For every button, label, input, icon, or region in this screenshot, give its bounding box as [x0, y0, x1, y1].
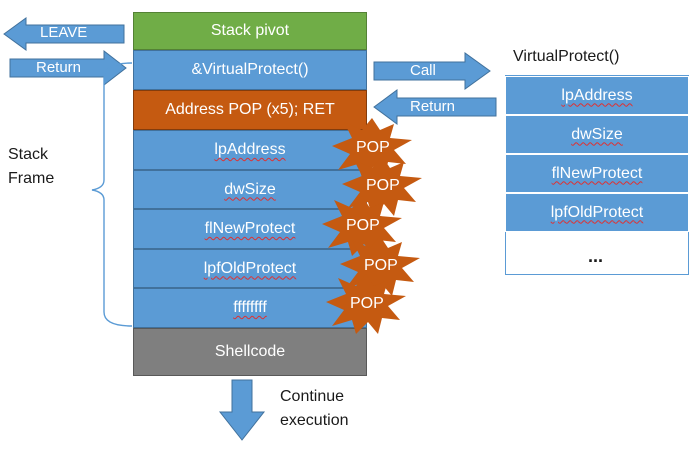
- vp-param-cell-dwsize: dwSize: [505, 115, 689, 154]
- shellcode-label: Shellcode: [214, 343, 286, 360]
- return-left-arrow: [9, 49, 127, 87]
- stack-param-cell-dwsize: dwSize: [133, 170, 367, 209]
- vp-param-cell-flnewprotect: flNewProtect: [505, 154, 689, 193]
- stack-frame-label-line2: Frame: [8, 170, 55, 187]
- pop-label-3: POP: [346, 217, 380, 234]
- virtualprotect-title: VirtualProtect(): [513, 48, 620, 65]
- pop-label-4: POP: [364, 257, 398, 274]
- stack-param-lpaddress-label: lpAddress: [214, 141, 286, 158]
- stack-param-lpfoldprotect-label: lpfOldProtect: [203, 259, 297, 277]
- vp-ellipsis: ...: [588, 246, 604, 266]
- pop-ret-label: Address POP (x5); RET: [165, 101, 335, 118]
- return-left-label: Return: [36, 59, 82, 76]
- stack-frame-label-line1: Stack: [8, 146, 49, 163]
- leave-label: LEAVE: [40, 24, 88, 41]
- stack-param-cell-lpfoldprotect: lpfOldProtect: [133, 249, 367, 288]
- vp-param-cell-lpaddress: lpAddress: [505, 76, 689, 115]
- continue-label-line1: Continue: [280, 388, 345, 405]
- return-right-label: Return: [410, 98, 456, 115]
- shellcode-cell: Shellcode: [133, 328, 367, 376]
- return-right-arrow: [373, 89, 497, 125]
- stack-param-cell-ffffffff: ffffffff: [133, 288, 367, 328]
- call-arrow: [373, 52, 491, 90]
- vp-param-lpfoldprotect-label: lpfOldProtect: [550, 203, 644, 221]
- call-label: Call: [410, 62, 436, 79]
- stack-pivot-cell: Stack pivot: [133, 12, 367, 50]
- vp-param-cell-lpfoldprotect: lpfOldProtect: [505, 193, 689, 232]
- stack-param-flnewprotect-label: flNewProtect: [204, 220, 296, 237]
- pop-label-5: POP: [350, 295, 384, 312]
- pop-label-1: POP: [356, 139, 390, 156]
- continue-label-line2: execution: [280, 412, 349, 429]
- virtualprotect-address-label: &VirtualProtect(): [191, 61, 309, 78]
- vp-param-lpaddress-label: lpAddress: [561, 86, 633, 104]
- stack-param-cell-flnewprotect: flNewProtect: [133, 209, 367, 249]
- continue-arrow: [218, 379, 266, 441]
- stack-param-ffffffff-label: ffffffff: [233, 299, 267, 316]
- pop-ret-cell: Address POP (x5); RET: [133, 90, 367, 130]
- vp-param-dwsize-label: dwSize: [571, 125, 623, 143]
- stack-param-cell-lpaddress: lpAddress: [133, 130, 367, 170]
- vp-param-flnewprotect-label: flNewProtect: [551, 164, 643, 182]
- stack-frame-brace: [91, 62, 133, 327]
- pop-label-2: POP: [366, 177, 400, 194]
- virtualprotect-address-cell: &VirtualProtect(): [133, 50, 367, 90]
- stack-param-dwsize-label: dwSize: [224, 180, 276, 198]
- leave-arrow: [3, 17, 125, 51]
- stack-pivot-label: Stack pivot: [210, 22, 290, 39]
